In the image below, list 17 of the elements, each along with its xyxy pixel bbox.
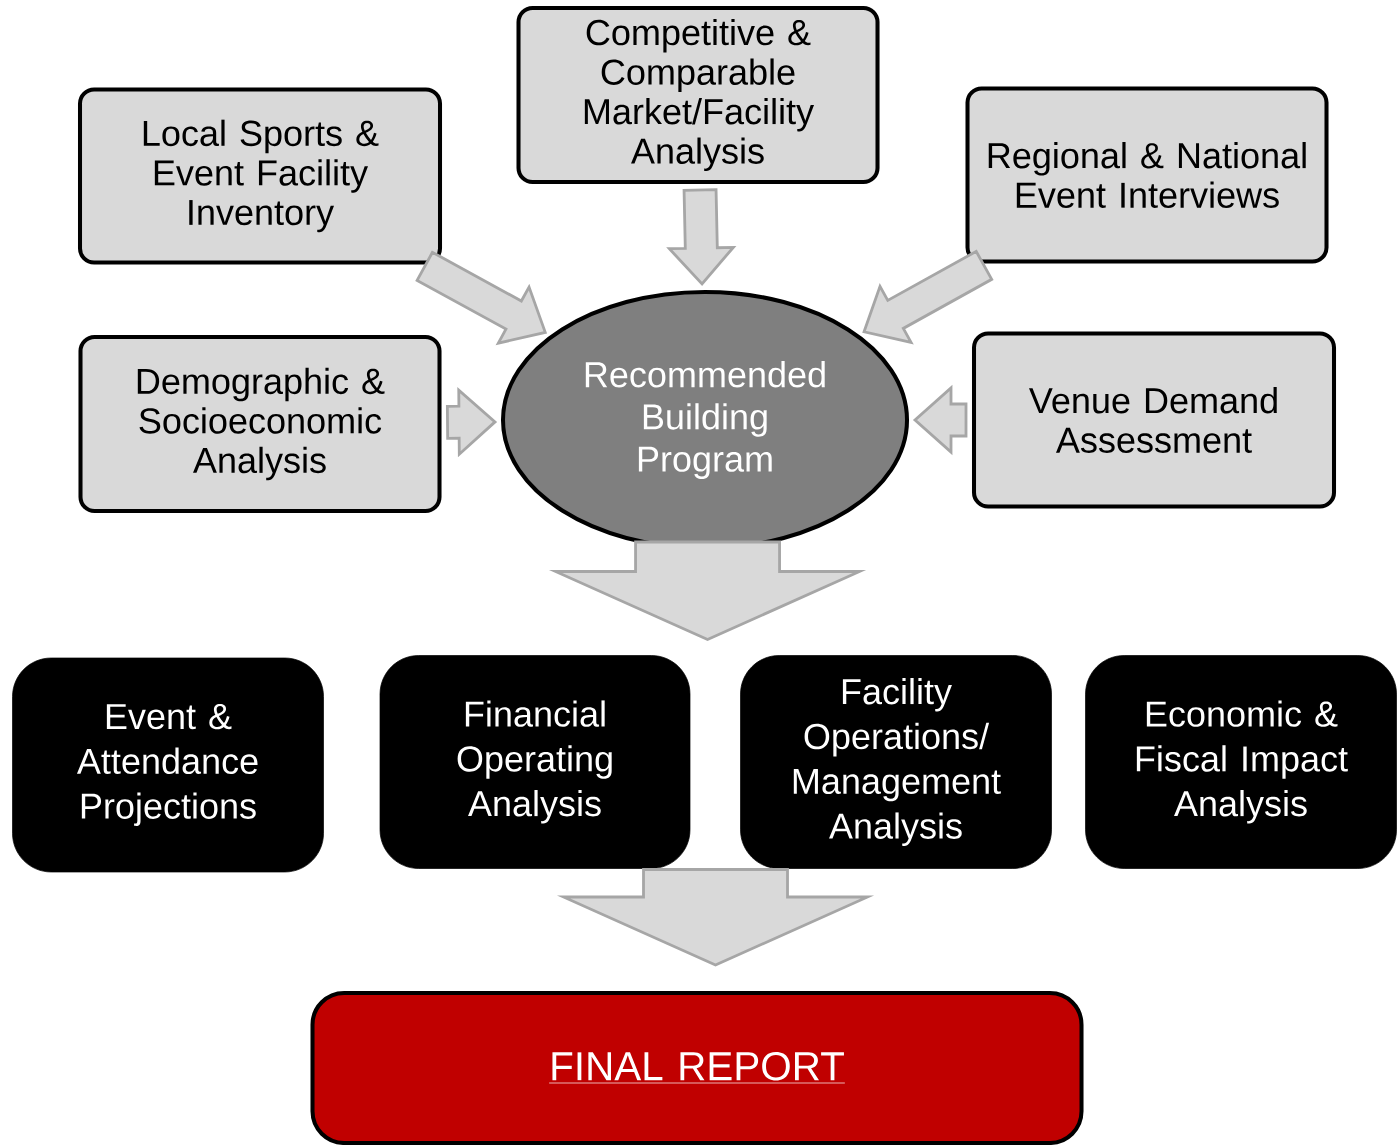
task-box: Financial Operating Analysis: [379, 655, 691, 869]
process-box: Competitive & Comparable Market/Facility Analysis: [516, 5, 880, 184]
task-box: Event & Attendance Projections: [12, 657, 324, 873]
block-arrow: [445, 387, 498, 458]
block-arrow: [912, 384, 968, 456]
block-arrow: [415, 250, 548, 346]
block-arrow: [862, 249, 994, 345]
process-box: Regional & National Event Interviews: [965, 86, 1329, 264]
process-box: Demographic & Socioeconomic Analysis: [78, 335, 442, 513]
process-box: Venue Demand Assessment: [972, 331, 1337, 509]
report-box: FINAL REPORT: [310, 991, 1084, 1145]
block-arrow: [666, 188, 737, 287]
task-box: Economic & Fiscal Impact Analysis: [1085, 655, 1397, 869]
task-box: Facility Operations/ Management Analysis: [740, 655, 1052, 869]
block-arrow: [556, 868, 875, 967]
process-box: Local Sports & Event Facility Inventory: [78, 87, 443, 265]
block-arrow: [548, 540, 867, 642]
